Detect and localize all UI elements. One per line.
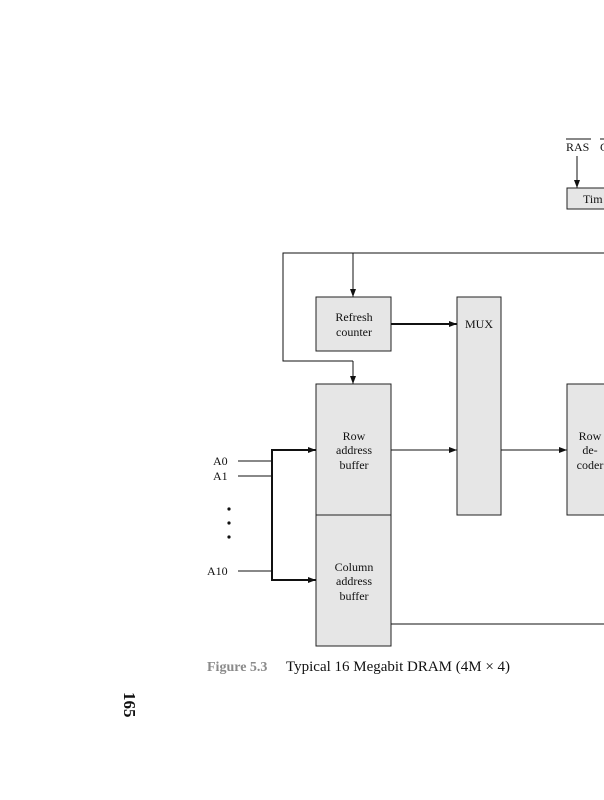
address-a10-label: A10 (207, 564, 228, 578)
mux-box (456, 296, 502, 516)
row-decoder-label-2: de- (582, 443, 597, 457)
refresh-loop-line (282, 252, 604, 362)
address-a1-label: A1 (213, 469, 228, 483)
mux-label: MUX (465, 317, 493, 331)
page-number: 165 (120, 692, 139, 718)
row-decoder-box (566, 383, 604, 516)
ellipsis-dot (227, 507, 231, 511)
row-buffer-label-2: address (336, 443, 372, 457)
col-buffer-label-2: address (336, 574, 372, 588)
figure-caption: Typical 16 Megabit DRAM (4M × 4) (286, 659, 510, 675)
row-buffer-label-3: buffer (339, 458, 368, 472)
row-buffer-label-1: Row (343, 429, 366, 443)
cas-signal-label: C (600, 140, 604, 154)
ellipsis-dot (227, 521, 231, 525)
timing-box-label: Tim (583, 192, 603, 206)
row-decoder-label-1: Row (579, 429, 602, 443)
refresh-counter-label-2: counter (336, 325, 372, 339)
row-decoder-label-3: coder (577, 458, 604, 472)
refresh-counter-box (315, 296, 392, 352)
ras-signal-label: RAS (566, 140, 589, 154)
column-address-buffer-box (315, 514, 392, 647)
col-buffer-label-3: buffer (339, 589, 368, 603)
refresh-counter-label-1: Refresh (335, 310, 372, 324)
address-a0-label: A0 (213, 454, 228, 468)
col-buffer-label-1: Column (335, 560, 374, 574)
timing-box (566, 187, 604, 210)
ellipsis-dot (227, 535, 231, 539)
figure-number: Figure 5.3 (207, 660, 267, 675)
